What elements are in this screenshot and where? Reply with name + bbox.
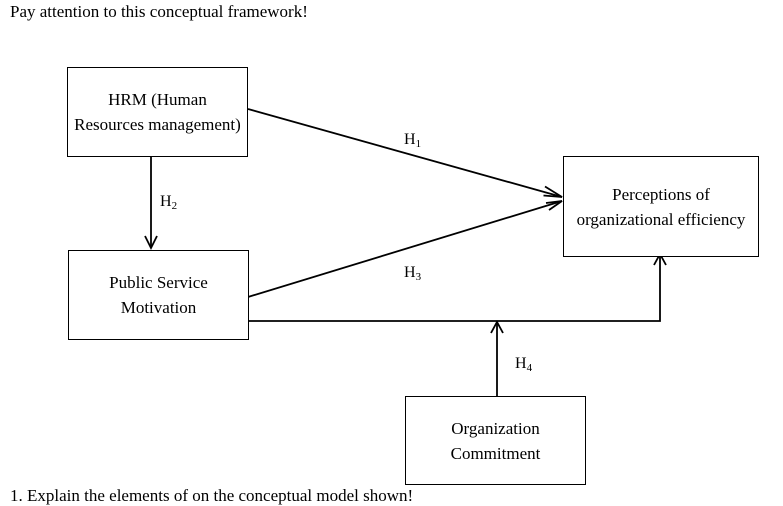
node-psm-label: Public Service Motivation xyxy=(109,273,208,317)
node-oc-label: Organization Commitment xyxy=(450,418,541,463)
node-perceptions-of-organizational-efficiency: Perceptions of organizational efficiency xyxy=(563,156,759,257)
arrowhead-h3 xyxy=(545,200,563,211)
label-h3: H3 xyxy=(404,264,422,283)
intro-text: Pay attention to this conceptual framewo… xyxy=(10,2,308,21)
label-h1: H1 xyxy=(404,131,422,150)
node-hrm: HRM (Human Resources management) xyxy=(67,67,248,157)
node-public-service-motivation: Public Service Motivation xyxy=(68,250,249,340)
node-poe-label: Perceptions of organizational efficiency xyxy=(576,184,746,229)
arrow-h3 xyxy=(247,200,563,298)
node-hrm-label: HRM (Human Resources management) xyxy=(74,90,241,134)
arrow-h1 xyxy=(247,108,563,198)
arrowhead-h1 xyxy=(543,185,563,198)
label-h4: H4 xyxy=(515,355,533,374)
arrow-psm-poe-path xyxy=(248,254,661,322)
label-h2: H2 xyxy=(160,193,178,212)
question-text: 1. Explain the elements of on the concep… xyxy=(10,486,414,505)
node-organization-commitment: Organization Commitment xyxy=(405,396,586,485)
arrowhead-h2 xyxy=(144,235,158,251)
arrowhead-h4 xyxy=(490,320,504,334)
